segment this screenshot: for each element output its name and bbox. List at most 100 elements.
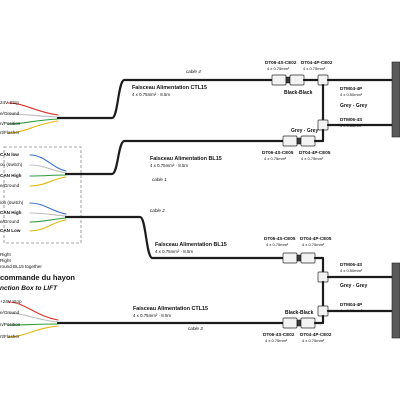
bottom-connector-b: [300, 317, 316, 329]
upper-tail-lamp: [391, 61, 400, 138]
top-conn-a-name: DT06-4S-CE02: [265, 60, 297, 65]
top-conn-a-spec: 4 x 0.75mm²: [267, 66, 290, 71]
mid-b-dtm2-name: DTM04-4P: [340, 302, 362, 307]
notes-block: Right Right round BL15 together commande…: [0, 252, 75, 292]
top-wire-label-3: n/Position: [0, 121, 21, 126]
bottom-conn-a-name: DT06-4S-CE02: [263, 332, 295, 337]
bottom-pair-label: Black-Black: [285, 310, 314, 316]
note-line-2: Right: [0, 258, 11, 263]
mid-a-harness: Grey - Grey DT06-4S-CE05 4 x 0.75mm² DT0…: [0, 128, 331, 188]
mid-a-wire-2: [29, 164, 67, 174]
top-harness-title: Faisceau Alimentation CTL15: [132, 85, 207, 91]
mid-a-connector-lock: [296, 137, 302, 145]
top-wire-2: [7, 113, 59, 118]
mid-b-wire-label-2: CAN High: [0, 210, 22, 215]
mid-b-wire-label-4: CAN Low: [0, 228, 21, 233]
mid-b-conn-b-name: DT04-4P-CE05: [300, 236, 332, 241]
mid-b-harness: cable 2 Faisceau Alimentation BL15 4 x 0…: [0, 200, 394, 317]
top-dtm-name: DTM04-4P: [340, 86, 362, 91]
mid-b-connector-lock: [296, 254, 302, 262]
mid-a-connector-a: [282, 135, 298, 147]
mid-a-conn-a-spec: 4 x 0.75mm²: [264, 156, 287, 161]
mid-b-dtm-name: DTM06-4S: [340, 262, 362, 267]
bottom-wire-3: [7, 323, 59, 326]
top-dtm2-spec: 4 x 0.50mm²: [340, 123, 363, 128]
top-conn-b-spec: 4 x 0.75mm²: [303, 66, 326, 71]
mid-a-wire-1: [29, 154, 67, 172]
bottom-harness: +24V Stop e/Ground n/Position rt/Flasher…: [0, 299, 332, 343]
top-harness-spec: 4 x 0.75mm² · 8.5m: [132, 92, 170, 97]
bottom-harness-title: Faisceau Alimentation CTL15: [133, 306, 208, 312]
mid-a-conn-a-name: DT06-4S-CE05: [262, 150, 294, 155]
top-wire-label-1: 24V Stop: [0, 100, 19, 105]
bottom-wire-label-3: n/Position: [0, 322, 21, 327]
bottom-conn-b-name: DT04-4P-CE02: [300, 332, 332, 337]
top-wire-3: [7, 118, 59, 125]
mid-b-harness-title: Faisceau Alimentation BL15: [155, 242, 227, 248]
top-dtm2-name: DTM06-4S: [340, 117, 362, 122]
mid-a-cable-tag: cable 1: [152, 177, 167, 182]
can-junction-box-outline: [3, 146, 82, 244]
mid-b-dtm-spec: 4 x 0.50mm²: [340, 268, 363, 273]
bottom-cable-tag: cable 3: [188, 326, 203, 331]
mid-a-wire-4: [29, 176, 67, 187]
top-wire-label-4: rt/Flasher: [0, 130, 20, 135]
mid-a-harness-title: Faisceau Alimentation BL15: [150, 156, 222, 162]
top-connector-lock: [285, 76, 291, 84]
top-conn-b-name: DT04-4P-CE02: [301, 60, 333, 65]
mid-b-conn-b-spec: 4 x 0.75mm²: [302, 242, 325, 247]
note-line-1: Right: [0, 252, 11, 257]
mid-a-wire-label-4: e/Ground: [0, 183, 20, 188]
bottom-wire-2: [7, 312, 59, 323]
mid-a-harness-spec: 4 x 0.75mm² · 8.5m: [150, 163, 188, 168]
top-cable-tag: cable 4: [186, 69, 201, 74]
top-grey-label: Grey - Grey: [340, 103, 367, 109]
mid-b-wire-3: [29, 217, 67, 223]
mid-b-cable-tag: cable 2: [150, 208, 165, 213]
bottom-wire-1: [7, 301, 59, 321]
mid-a-main-cable: [64, 139, 285, 176]
top-wire-4: [7, 120, 59, 134]
mid-b-wire-label-1: ion (switch): [0, 200, 24, 205]
mid-b-dtm2-connector: [317, 305, 329, 317]
mid-a-wire-3: [29, 174, 67, 177]
mid-b-wire-1: [29, 202, 67, 215]
mid-b-wire-label-3: e/Ground: [0, 219, 20, 224]
top-harness: cable 4 Faisceau Alimentation CTL15 4 x …: [0, 60, 394, 135]
mid-a-pair-label: Grey - Grey: [291, 128, 318, 134]
mid-b-wire-4: [29, 219, 67, 232]
bottom-conn-b-spec: 4 x 0.75mm²: [302, 338, 325, 343]
mid-b-conn-a-spec: 4 x 0.75mm²: [266, 242, 289, 247]
top-connector-a: [271, 74, 287, 86]
top-connector-b: [289, 74, 305, 86]
bottom-harness-spec: 4 x 0.75mm² · 8.5m: [133, 313, 171, 318]
lower-tail-lamp: [391, 262, 400, 339]
mid-a-link-cable: [313, 128, 325, 143]
notes-subheading: nction Box to LIFT: [0, 285, 58, 292]
mid-b-main-cable: [64, 215, 285, 260]
mid-b-grey-label: Grey - Grey: [340, 283, 367, 289]
bottom-wire-label-1: +24V Stop: [0, 299, 22, 304]
bottom-wire-label-2: e/Ground: [0, 310, 20, 315]
bottom-connector-lock: [296, 319, 302, 327]
mid-a-conn-b-name: DT04-4P-CE05: [299, 150, 331, 155]
bottom-conn-a-spec: 4 x 0.75mm²: [265, 338, 288, 343]
bottom-wire-label-4: rt/Flasher: [0, 334, 20, 339]
top-pair-label: Black-Black: [284, 90, 313, 96]
mid-b-dtm-connector: [317, 271, 329, 283]
bottom-wire-4: [7, 325, 59, 338]
mid-a-wire-label-3: CAN High: [0, 173, 22, 178]
top-dtm2-connector: [317, 119, 329, 131]
top-dtm-spec: 4 x 0.50mm²: [340, 92, 363, 97]
mid-a-connector-b: [300, 135, 316, 147]
note-line-3: round BL15 together: [0, 264, 42, 269]
mid-b-harness-spec: 4 x 0.75mm² · 8.5m: [155, 249, 193, 254]
mid-a-wire-label-1: CAN low: [0, 152, 19, 157]
top-wire-1: [7, 102, 59, 116]
mid-b-wire-2: [29, 212, 67, 217]
notes-heading: commande du hayon: [0, 273, 75, 282]
bottom-link-cable: [313, 314, 325, 325]
mid-a-wire-label-2: on (switch): [0, 162, 23, 167]
